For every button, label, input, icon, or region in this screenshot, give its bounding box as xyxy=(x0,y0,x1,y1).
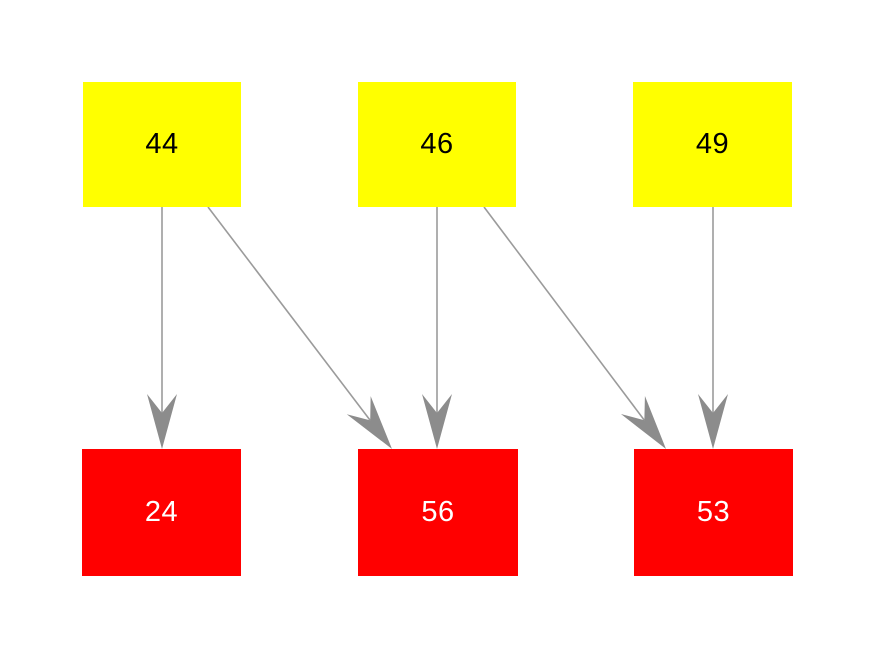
node-49: 49 xyxy=(633,82,792,207)
arrowhead-icon xyxy=(620,396,666,449)
arrowhead-icon xyxy=(147,394,177,449)
arrowhead-icon xyxy=(422,394,452,449)
node-label: 53 xyxy=(696,496,731,528)
arrowhead-icon xyxy=(698,394,728,449)
arrowhead-icon xyxy=(346,396,392,449)
node-53: 53 xyxy=(634,449,793,576)
node-label: 56 xyxy=(421,496,455,528)
edge-line-44-56 xyxy=(207,206,371,421)
node-24: 24 xyxy=(82,449,241,576)
node-56: 56 xyxy=(358,449,518,576)
node-label: 44 xyxy=(145,128,179,160)
node-label: 49 xyxy=(695,128,730,160)
node-label: 24 xyxy=(144,496,179,528)
node-label: 46 xyxy=(420,128,454,160)
node-46: 46 xyxy=(358,82,516,207)
edge-line-46-53 xyxy=(483,206,646,421)
node-44: 44 xyxy=(83,82,241,207)
